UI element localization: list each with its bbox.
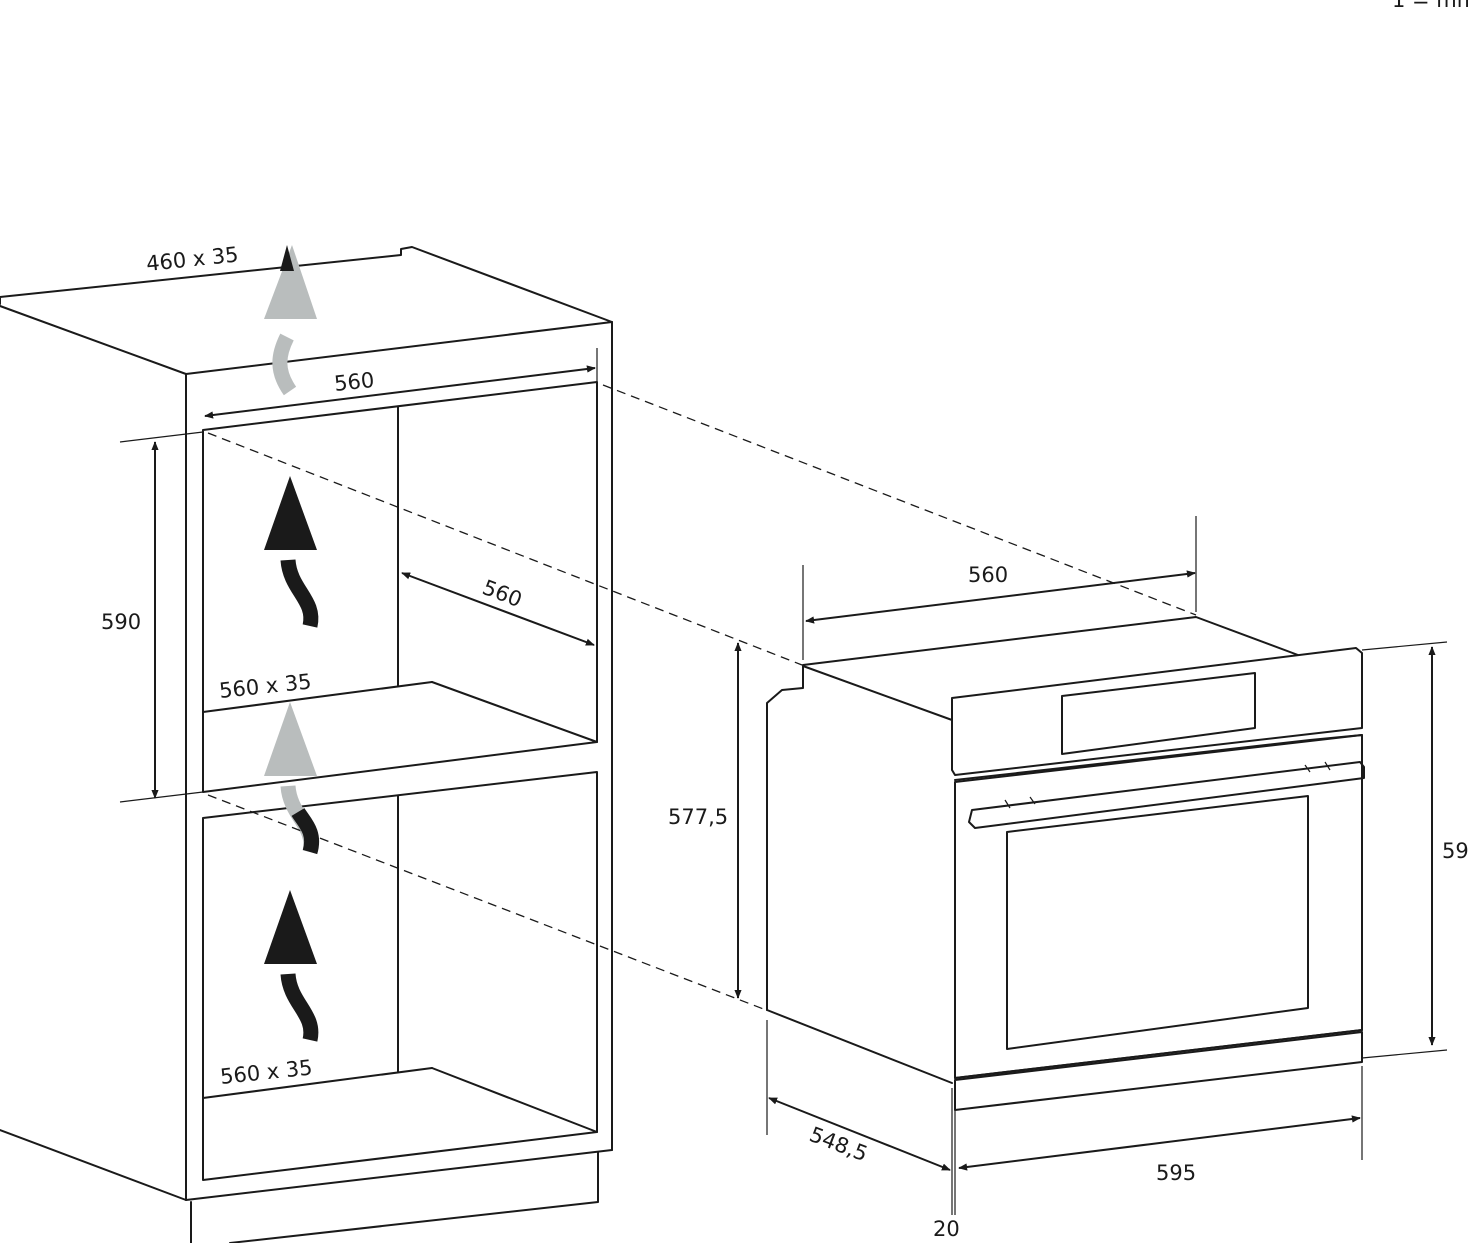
oven-dimensions <box>734 570 1436 1171</box>
cabinet-width-label: 560 <box>333 368 375 396</box>
oven-front-thickness-label: 20 <box>933 1217 960 1241</box>
projection-lines <box>207 384 1197 1011</box>
oven-front-width-label: 595 <box>1156 1161 1196 1185</box>
airflow-arrow-icon <box>264 890 319 1042</box>
top-vent-label: 460 x 35 <box>145 242 240 276</box>
airflow-arrows <box>264 245 319 1042</box>
oven-depth-label: 548,5 <box>806 1122 871 1166</box>
dimension-labels: 460 x 35 560 560 590 560 x 35 560 x 35 5… <box>101 242 1469 1241</box>
oven-height-label: 577,5 <box>668 805 728 829</box>
cabinet <box>0 246 613 1243</box>
cabinet-depth-label: 560 <box>479 575 525 612</box>
airflow-arrow-icon <box>264 476 319 628</box>
shelf-vent-label-1: 560 x 35 <box>218 669 313 703</box>
shelf-vent-label-2: 560 x 35 <box>219 1055 314 1089</box>
oven-front-height-label: 59 <box>1442 839 1469 863</box>
oven-width-label: 560 <box>968 563 1008 587</box>
niche-height-label: 590 <box>101 610 141 634</box>
unit-note: 1 = mm <box>1392 0 1470 12</box>
airflow-arrow-icon <box>264 702 319 855</box>
airflow-arrow-icon <box>264 245 317 396</box>
cabinet-dimensions <box>151 365 596 799</box>
oven <box>766 516 1448 1215</box>
